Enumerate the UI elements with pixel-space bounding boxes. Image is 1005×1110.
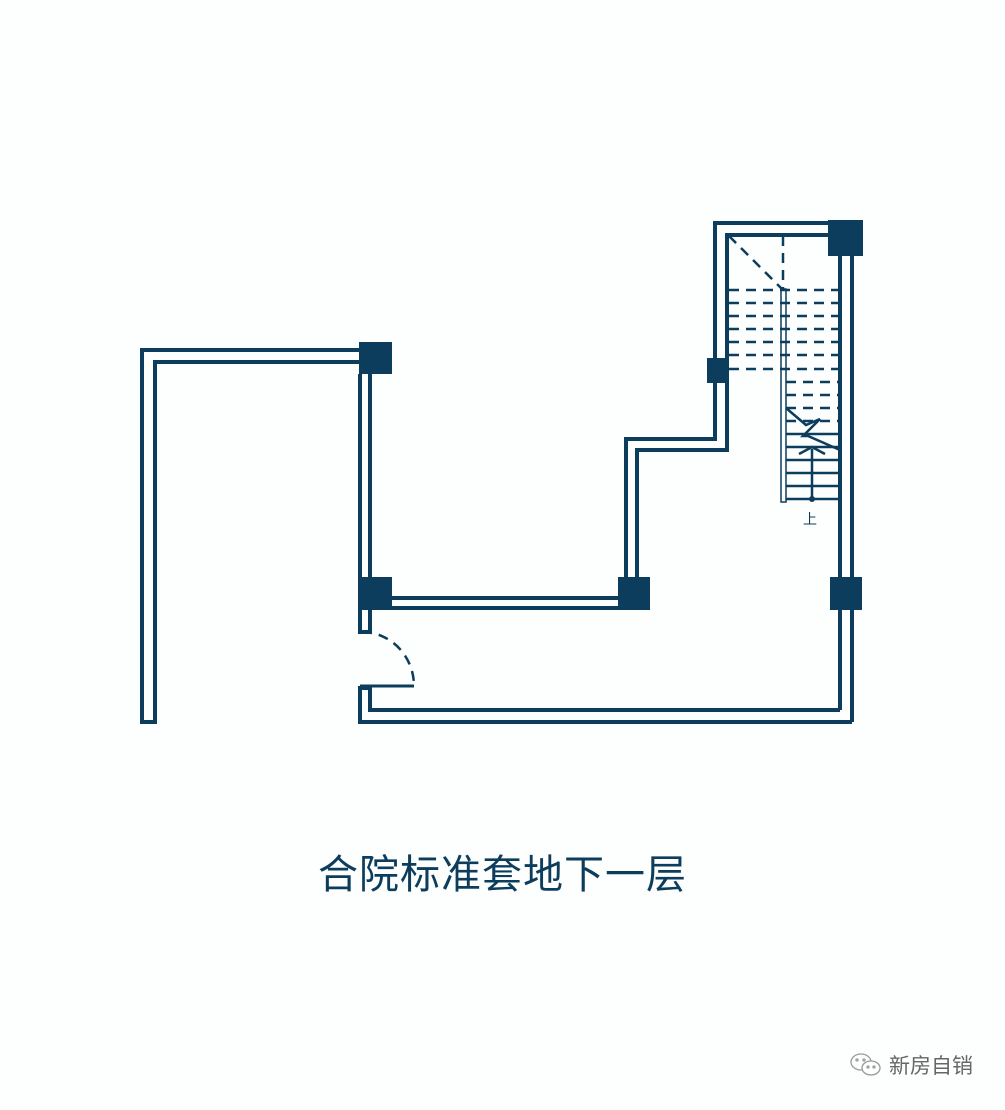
plan-title: 合院标准套地下一层 — [318, 852, 687, 898]
column — [359, 577, 392, 610]
stairs — [728, 235, 841, 503]
stepped-wall — [624, 221, 830, 578]
column — [828, 220, 863, 256]
up-arrow — [798, 445, 826, 456]
right-wall — [838, 256, 854, 722]
column — [830, 577, 862, 610]
wechat-icon — [850, 1053, 881, 1076]
left-wall — [140, 348, 362, 724]
watermark-text: 新房自销 — [889, 1054, 973, 1078]
column — [618, 577, 650, 610]
inner-horizontal-wall — [392, 596, 620, 610]
bottom-wall — [358, 686, 852, 724]
watermark: 新房自销 — [849, 1050, 973, 1080]
column — [359, 342, 392, 374]
columns — [359, 220, 863, 610]
break-line — [785, 407, 841, 452]
column — [707, 358, 728, 383]
stair-up-label: 上 — [803, 512, 817, 528]
door — [360, 630, 416, 688]
